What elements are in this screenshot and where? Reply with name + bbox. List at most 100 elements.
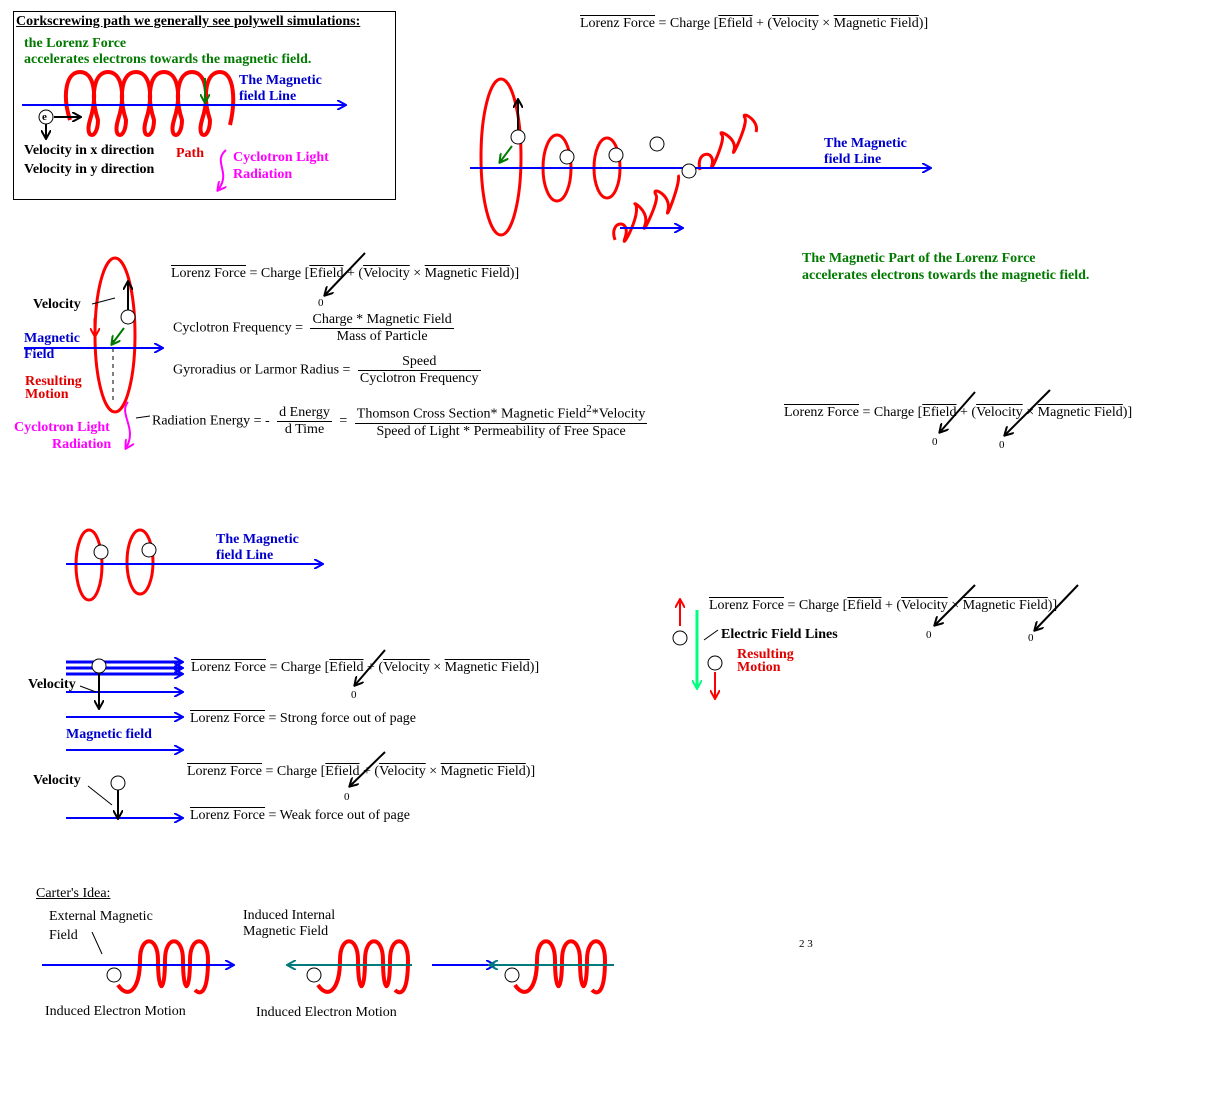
strong-eq-plus: + bbox=[367, 660, 375, 675]
strong-eq-mfield: Magnetic Field bbox=[444, 660, 530, 675]
mid-velocity-label: Velocity bbox=[33, 297, 81, 312]
eq-cross: × bbox=[822, 16, 831, 31]
top-lorenz-equation: Lorenz Force = Charge [Efield + (Velocit… bbox=[580, 16, 929, 31]
loops-electron-icon bbox=[93, 544, 109, 560]
box-field-label-2: field Line bbox=[239, 89, 297, 104]
strong-eq-charge: = Charge bbox=[269, 660, 322, 675]
strong-zero: 0 bbox=[351, 689, 357, 701]
strong-velocity-leader bbox=[79, 685, 97, 693]
weak-zero: 0 bbox=[344, 791, 350, 803]
strong-eq-velocity: Velocity bbox=[383, 660, 430, 675]
carter-ind-2: Magnetic Field bbox=[243, 924, 329, 939]
eq-charge: = Charge bbox=[658, 16, 711, 31]
weak-eq-cross: × bbox=[429, 764, 438, 779]
box-field-label-1: The Magnetic bbox=[239, 73, 322, 88]
strong-eq-cross: × bbox=[433, 660, 442, 675]
weak-result-eq: Lorenz Force = Weak force out of page bbox=[190, 808, 410, 824]
eq-efield: Efield bbox=[718, 16, 753, 31]
efield-result-2: Motion bbox=[737, 660, 781, 675]
right-eq-efield: Efield bbox=[922, 405, 957, 420]
weak-eq-efield: Efield bbox=[325, 764, 360, 779]
right-eq-mfield: Magnetic Field bbox=[1037, 405, 1123, 420]
mid-lorenz-equation: Lorenz Force = Charge [Efield + (Velocit… bbox=[171, 266, 520, 281]
mid-rad-leader bbox=[135, 415, 151, 419]
top-proton-icon-2 bbox=[649, 136, 665, 152]
right-eq-velocity: Velocity bbox=[976, 405, 1023, 420]
cyclotron-label-1: Cyclotron Light bbox=[233, 150, 329, 165]
strong-velocity-label: Velocity bbox=[28, 677, 76, 692]
page-number: 2 3 bbox=[799, 938, 813, 950]
weak-eq-lhs: Lorenz Force bbox=[187, 764, 263, 779]
carter-electron-icon-1 bbox=[106, 967, 122, 983]
carter-motion-2: Induced Electron Motion bbox=[256, 1005, 397, 1020]
path-label: Path bbox=[176, 146, 204, 161]
right-eq-cross: × bbox=[1026, 405, 1035, 420]
cyclotron-label-2: Radiation bbox=[233, 167, 293, 182]
weak-eq-plus: + bbox=[363, 764, 371, 779]
ef-eq-velocity: Velocity bbox=[901, 598, 948, 613]
strong-eq-lhs: Lorenz Force bbox=[191, 660, 267, 675]
top-field-label-2: field Line bbox=[824, 152, 882, 167]
right-zero-1: 0 bbox=[932, 436, 938, 448]
mid-eq-velocity: Velocity bbox=[363, 266, 410, 281]
top-loops bbox=[479, 77, 758, 243]
green-note-2: accelerates electrons towards the magnet… bbox=[802, 268, 1090, 283]
loops-right bbox=[125, 528, 155, 596]
ef-eq-cross: × bbox=[951, 598, 960, 613]
loops-field-label-2: field Line bbox=[216, 548, 274, 563]
panel-title: Corkscrewing path we generally see polyw… bbox=[16, 14, 361, 29]
ef-zero-2: 0 bbox=[1028, 632, 1034, 644]
strong-electron-icon bbox=[91, 658, 107, 674]
weak-eq-charge: = Charge bbox=[265, 764, 318, 779]
weak-eq-velocity: Velocity bbox=[379, 764, 426, 779]
ef-eq-charge: = Charge bbox=[787, 598, 840, 613]
mid-result-label-1: Resulting bbox=[25, 374, 82, 389]
lorenz-label-2: accelerates electrons towards the magnet… bbox=[24, 52, 312, 67]
efield-electron-icon bbox=[672, 630, 688, 646]
efield-lines-label: Electric Field Lines bbox=[721, 627, 838, 642]
cyc-freq-den: Mass of Particle bbox=[336, 329, 428, 344]
carter-leader bbox=[91, 931, 103, 955]
mid-eq-charge: = Charge bbox=[249, 266, 302, 281]
loops-proton-icon bbox=[141, 542, 157, 558]
mid-eq-cross: × bbox=[413, 266, 422, 281]
carter-ind-1: Induced Internal bbox=[243, 908, 336, 923]
cyc-freq-lhs: Cyclotron Frequency = bbox=[173, 320, 303, 336]
efield-leader bbox=[703, 629, 719, 641]
mid-magnetic-label-1: Magnetic bbox=[24, 331, 80, 346]
box-coil bbox=[63, 69, 236, 137]
corkscrew-panel bbox=[13, 11, 396, 200]
efield-result-1: Resulting bbox=[737, 647, 794, 662]
right-eq-lhs: Lorenz Force bbox=[784, 405, 860, 420]
lorenz-label-1: the Lorenz Force bbox=[24, 36, 127, 51]
weak-result-lhs: Lorenz Force bbox=[190, 808, 266, 823]
carter-ext-1: External Magnetic bbox=[49, 909, 153, 924]
right-zero-2: 0 bbox=[999, 439, 1005, 451]
velocity-x-label: Velocity in x direction bbox=[24, 143, 155, 158]
strong-field-lines-thin bbox=[66, 692, 182, 818]
cyclotron-frequency-eq: Cyclotron Frequency = Charge * Magnetic … bbox=[173, 312, 458, 345]
carter-electron-icon-3 bbox=[504, 967, 520, 983]
mid-eq-efield: Efield bbox=[309, 266, 344, 281]
right-eq-plus: + bbox=[960, 405, 968, 420]
top-field-label-1: The Magnetic bbox=[824, 136, 907, 151]
mid-cyc-label-1: Cyclotron Light bbox=[14, 420, 110, 435]
strong-field-lines bbox=[66, 662, 182, 674]
weak-velocity-label: Velocity bbox=[33, 773, 81, 788]
strong-result-lhs: Lorenz Force bbox=[190, 711, 266, 726]
strong-lorenz-equation: Lorenz Force = Charge [Efield + (Velocit… bbox=[191, 660, 540, 675]
mid-cyc-label-2: Radiation bbox=[52, 437, 112, 452]
efield-lorenz-equation: Lorenz Force = Charge [Efield + (Velocit… bbox=[709, 598, 1058, 613]
ef-eq-plus: + bbox=[885, 598, 893, 613]
ef-eq-lhs: Lorenz Force bbox=[709, 598, 785, 613]
green-note-1: The Magnetic Part of the Lorenz Force bbox=[802, 251, 1036, 266]
weak-lorenz-equation: Lorenz Force = Charge [Efield + (Velocit… bbox=[187, 764, 536, 779]
carter-electron-icon-2 bbox=[306, 967, 322, 983]
top-proton-icon bbox=[608, 147, 624, 163]
mid-eq-mfield: Magnetic Field bbox=[424, 266, 510, 281]
strong-result-eq: Lorenz Force = Strong force out of page bbox=[190, 711, 416, 727]
cyc-freq-num: Charge * Magnetic Field bbox=[310, 312, 454, 329]
weak-result-text: = Weak force out of page bbox=[268, 808, 410, 823]
box-electron-icon bbox=[38, 109, 54, 125]
